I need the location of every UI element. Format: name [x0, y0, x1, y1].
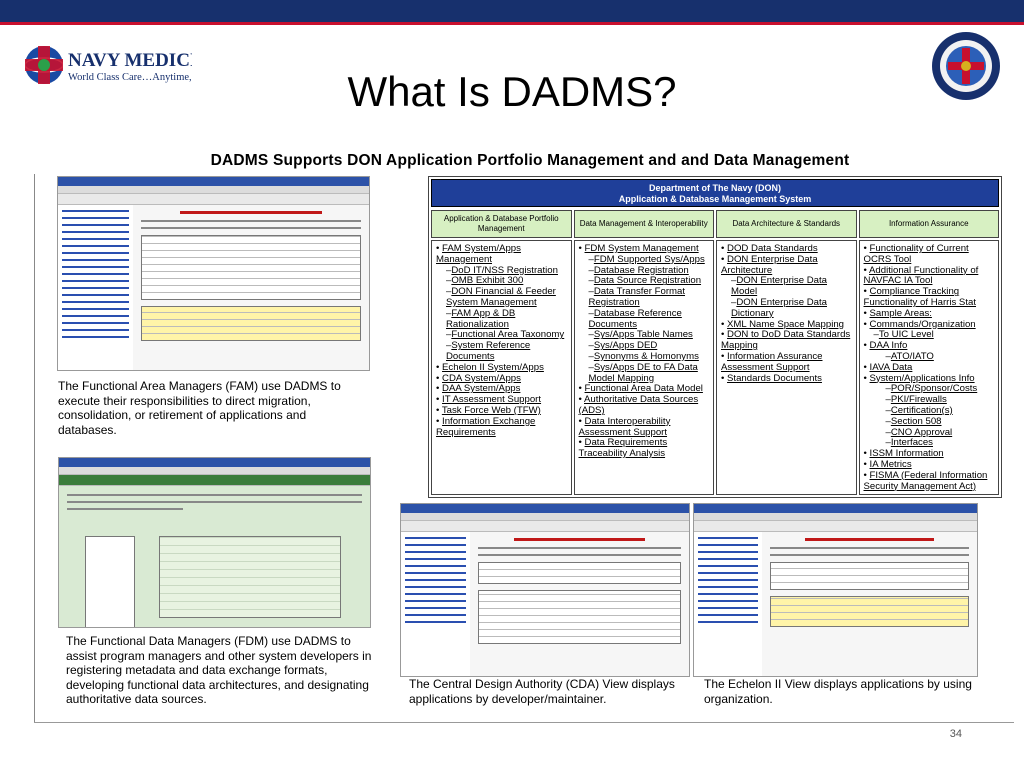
table-header-line2: Application & Database Management System: [618, 194, 812, 204]
table-list-item: –Database Reference Documents: [588, 307, 682, 330]
table-list-item: • DAA Info: [863, 340, 908, 352]
table-list-item: –Interfaces: [885, 437, 933, 449]
content-frame: [34, 174, 1011, 722]
table-list-item: –Functional Area Taxonomy: [446, 329, 565, 341]
table-list-item: –System Reference Documents: [446, 340, 531, 362]
column-portfolio-items: • FAM System/Apps Management–DoD IT/NSS …: [431, 240, 572, 495]
cda-screenshot: [400, 503, 690, 677]
table-header-line1: Department of The Navy (DON): [648, 183, 782, 193]
footer-line: [34, 722, 1014, 723]
table-list-item: –DON Financial & Feeder System Managemen…: [446, 286, 556, 308]
table-list-item: –DoD IT/NSS Registration: [446, 264, 558, 276]
logo-org-name: NAVY MEDICINE: [68, 50, 192, 71]
table-list-item: • Standards Documents: [721, 372, 822, 384]
logo-tagline: World Class Care…Anytime, Anywhere: [68, 72, 192, 83]
column-data-management-items: • FDM System Management–FDM Supported Sy…: [573, 240, 714, 495]
table-list-item: –Sys/Apps Table Names: [588, 329, 693, 341]
table-list-item: –OMB Exhibit 300: [446, 275, 524, 287]
table-list-item: • IAVA Data: [863, 361, 913, 373]
table-list-item: • Information Exchange Requirements: [436, 415, 536, 438]
table-list-item: –DON Enterprise Data Dictionary: [731, 296, 827, 319]
table-list-item: –DON Enterprise Data Model: [731, 275, 827, 298]
table-list-item: • Task Force Web (TFW): [436, 404, 541, 416]
table-list-item: • Compliance Tracking Functionality of H…: [863, 286, 977, 308]
table-list-item: –POR/Sponsor/Costs: [885, 383, 978, 395]
dadms-table: Department of The Navy (DON) Application…: [428, 176, 1002, 498]
top-stripe: [0, 22, 1024, 25]
slide-title: What Is DADMS?: [347, 68, 677, 115]
table-list-item: • FAM System/Apps Management: [436, 243, 521, 265]
table-list-item: • FISMA (Federal Information Security Ma…: [863, 469, 988, 492]
table-list-item: –Database Registration: [588, 264, 689, 276]
table-list-item: –Data Source Registration: [588, 275, 702, 287]
echelon-caption: The Echelon II View displays application…: [704, 677, 972, 706]
table-header: Department of The Navy (DON) Application…: [431, 179, 999, 207]
fam-screenshot: [57, 176, 370, 371]
column-assurance-items: • Functionality of Current OCRS Tool• Ad…: [858, 240, 999, 495]
table-list-item: • Functional Area Data Model: [578, 383, 703, 395]
table-list-item: • CDA System/Apps: [436, 372, 521, 384]
fam-caption: The Functional Area Managers (FAM) use D…: [58, 379, 341, 437]
table-list-item: • Functionality of Current OCRS Tool: [863, 243, 969, 265]
top-banner: [0, 0, 1024, 22]
fdm-screenshot: [58, 457, 371, 628]
column-architecture-items: • DOD Data Standards• DON Enterprise Dat…: [716, 240, 857, 495]
table-list-item: • System/Applications Info: [863, 372, 975, 384]
column-header-architecture: Data Architecture & Standards: [716, 210, 857, 238]
navy-seal-emblem: [932, 32, 1000, 100]
table-list-item: • XML Name Space Mapping: [721, 318, 844, 330]
table-list-item: –To UIC Level: [873, 329, 934, 341]
table-list-item: • ISSM Information: [863, 448, 944, 460]
column-header-portfolio: Application & Database Portfolio Managem…: [431, 210, 572, 238]
table-list-item: –Synonyms & Homonyms: [588, 350, 699, 362]
table-list-item: • DON to DoD Data Standards Mapping: [721, 329, 851, 352]
table-body: • FAM System/Apps Management–DoD IT/NSS …: [431, 240, 999, 495]
table-list-item: –Sys/Apps DED: [588, 340, 658, 352]
table-list-item: • Echelon II System/Apps: [436, 361, 544, 373]
table-list-item: –FDM Supported Sys/Apps: [588, 253, 705, 265]
cda-caption: The Central Design Authority (CDA) View …: [409, 677, 675, 706]
table-list-item: • Additional Functionality of NAVFAC IA …: [863, 264, 979, 287]
column-header-assurance: Information Assurance: [858, 210, 999, 238]
table-list-item: • DOD Data Standards: [721, 243, 818, 254]
table-list-item: • IT Assessment Support: [436, 394, 542, 406]
table-list-item: • Commands/Organization: [863, 318, 976, 330]
table-list-item: • FDM System Management: [578, 243, 699, 254]
navy-medicine-logo: NAVY MEDICINE World Class Care…Anytime, …: [24, 46, 192, 84]
table-list-item: –FAM App & DB Rationalization: [446, 307, 516, 330]
table-list-item: • DON Enterprise Data Architecture: [721, 253, 818, 276]
table-list-item: –Certification(s): [885, 404, 953, 416]
table-column-headers: Application & Database Portfolio Managem…: [431, 210, 999, 238]
echelon-screenshot: [693, 503, 978, 677]
table-list-item: –Section 508: [885, 415, 942, 427]
table-list-item: • Data Requirements Traceability Analysi…: [578, 437, 668, 460]
table-list-item: • Information Assurance Assessment Suppo…: [721, 350, 823, 373]
table-list-item: –CNO Approval: [885, 426, 953, 438]
table-list-item: • DAA System/Apps: [436, 383, 521, 395]
table-list-item: • Authoritative Data Sources (ADS): [578, 394, 699, 416]
table-list-item: –PKI/Firewalls: [885, 394, 947, 406]
table-list-item: –Data Transfer Format Registration: [588, 286, 686, 308]
table-list-item: • Data Interoperability Assessment Suppo…: [578, 415, 671, 438]
slide-subtitle: DADMS Supports DON Application Portfolio…: [210, 152, 850, 169]
table-list-item: • IA Metrics: [863, 458, 912, 470]
fdm-caption: The Functional Data Managers (FDM) use D…: [66, 634, 372, 706]
column-header-data-management: Data Management & Interoperability: [573, 210, 714, 238]
table-list-item: –ATO/IATO: [885, 350, 934, 362]
table-list-item: –Sys/Apps DE to FA Data Model Mapping: [588, 361, 698, 384]
table-list-item: • Sample Areas:: [863, 307, 932, 319]
page-number: 34: [949, 728, 962, 740]
